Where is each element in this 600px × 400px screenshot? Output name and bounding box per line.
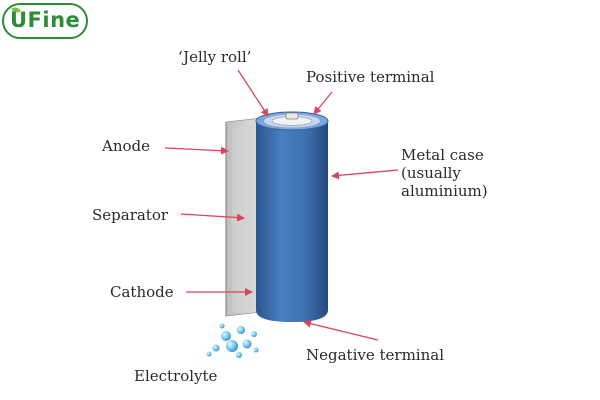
bubble	[242, 339, 252, 349]
anode-label: Anode	[102, 137, 151, 155]
bubble	[253, 347, 259, 353]
bubble	[219, 323, 225, 329]
metal-case-label-line2: (usually	[401, 164, 461, 182]
negative-terminal-arrow	[303, 319, 379, 341]
electrolyte-label: Electrolyte	[134, 367, 218, 385]
negative-terminal-label: Negative terminal	[306, 346, 444, 364]
case-body	[256, 123, 328, 322]
logo-text: UFine	[10, 8, 81, 32]
cathode-label: Cathode	[110, 283, 174, 301]
positive-terminal-cap	[285, 112, 299, 120]
bubble	[236, 352, 242, 358]
separator-arrow	[180, 213, 245, 222]
bubble	[226, 340, 238, 352]
anode-arrow	[164, 146, 229, 155]
bubble	[206, 351, 212, 357]
metal-case-label-line3: aluminium)	[401, 182, 488, 200]
metal-case-arrow	[331, 169, 399, 180]
jelly-roll-label: ‘Jelly roll’	[178, 48, 252, 66]
electrode-sheets	[225, 117, 263, 317]
metal-case-label-line1: Metal case	[401, 146, 484, 164]
ufine-logo[interactable]: UFine	[2, 3, 90, 43]
bubble	[251, 331, 257, 337]
separator-label: Separator	[92, 206, 169, 224]
metal-case	[255, 111, 329, 322]
leader-arrows	[164, 69, 399, 341]
bubble	[237, 326, 245, 334]
electrolyte-bubbles	[206, 323, 259, 358]
bubble	[221, 331, 231, 341]
separator-sheet	[232, 124, 262, 312]
bubble	[212, 344, 220, 352]
jelly-roll-arrow	[237, 69, 269, 117]
positive-terminal-label: Positive terminal	[306, 68, 435, 86]
positive-terminal-arrow	[313, 91, 333, 115]
